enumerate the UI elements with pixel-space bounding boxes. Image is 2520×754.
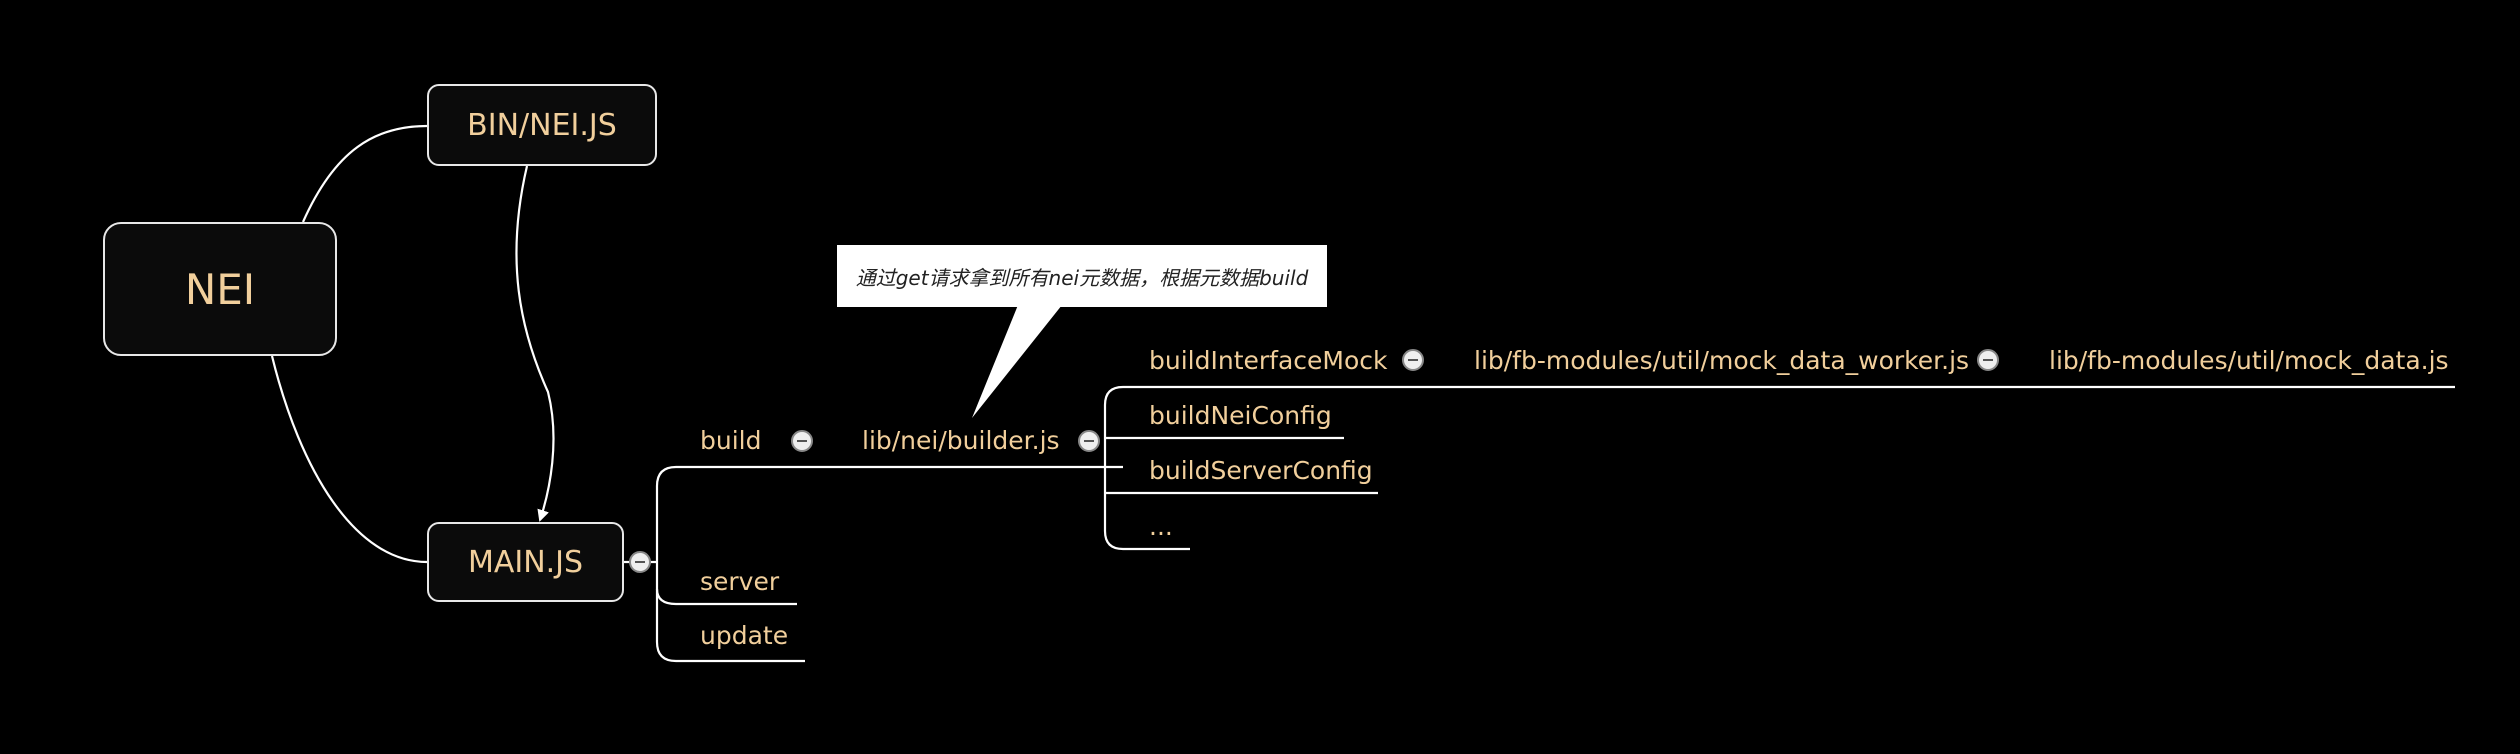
node-main-js-label: MAIN.JS	[467, 544, 584, 580]
node-mock-data-worker[interactable]: lib/fb-modules/util/mock_data_worker.js	[1474, 346, 1970, 375]
edge-root-bin	[301, 124, 428, 223]
node-update[interactable]: update	[700, 621, 789, 650]
node-builder-js[interactable]: lib/nei/builder.js	[862, 426, 1060, 455]
node-nei-root[interactable]: NEI	[103, 222, 337, 356]
node-bin-nei-js-label: BIN/NEI.JS	[467, 107, 617, 143]
node-bin-nei-js[interactable]: BIN/NEI.JS	[427, 84, 657, 166]
node-build[interactable]: build	[700, 426, 762, 455]
node-build-server-config[interactable]: buildServerConfig	[1149, 456, 1373, 485]
node-build-nei-config[interactable]: buildNeiConfig	[1149, 401, 1332, 430]
edge-main-server	[655, 588, 797, 606]
node-mock-data[interactable]: lib/fb-modules/util/mock_data.js	[2049, 346, 2449, 375]
collapse-builder-js-button[interactable]	[1078, 430, 1100, 452]
minus-icon	[1084, 440, 1094, 442]
callout-note: 通过get请求拿到所有nei元数据，根据元数据build	[837, 245, 1327, 307]
edge-bin-main-arrow	[515, 165, 555, 522]
collapse-build-button[interactable]	[791, 430, 813, 452]
collapse-main-js-button[interactable]	[629, 551, 651, 573]
edge-main-build	[655, 465, 677, 663]
callout-note-text: 通过get请求拿到所有nei元数据，根据元数据build	[855, 265, 1309, 290]
node-main-js[interactable]: MAIN.JS	[427, 522, 624, 602]
minus-icon	[1983, 359, 1993, 361]
minus-icon	[635, 561, 645, 563]
node-more[interactable]: ...	[1149, 512, 1173, 541]
collapse-interface-mock-button[interactable]	[1402, 349, 1424, 371]
node-server[interactable]: server	[700, 567, 780, 596]
minus-icon	[797, 440, 807, 442]
node-build-interface-mock[interactable]: buildInterfaceMock	[1149, 346, 1388, 375]
edge-builder-bracket	[1103, 385, 1124, 551]
minus-icon	[1408, 359, 1418, 361]
node-nei-root-label: NEI	[184, 264, 256, 314]
edge-root-main	[270, 355, 428, 564]
collapse-mock-worker-button[interactable]	[1977, 349, 1999, 371]
